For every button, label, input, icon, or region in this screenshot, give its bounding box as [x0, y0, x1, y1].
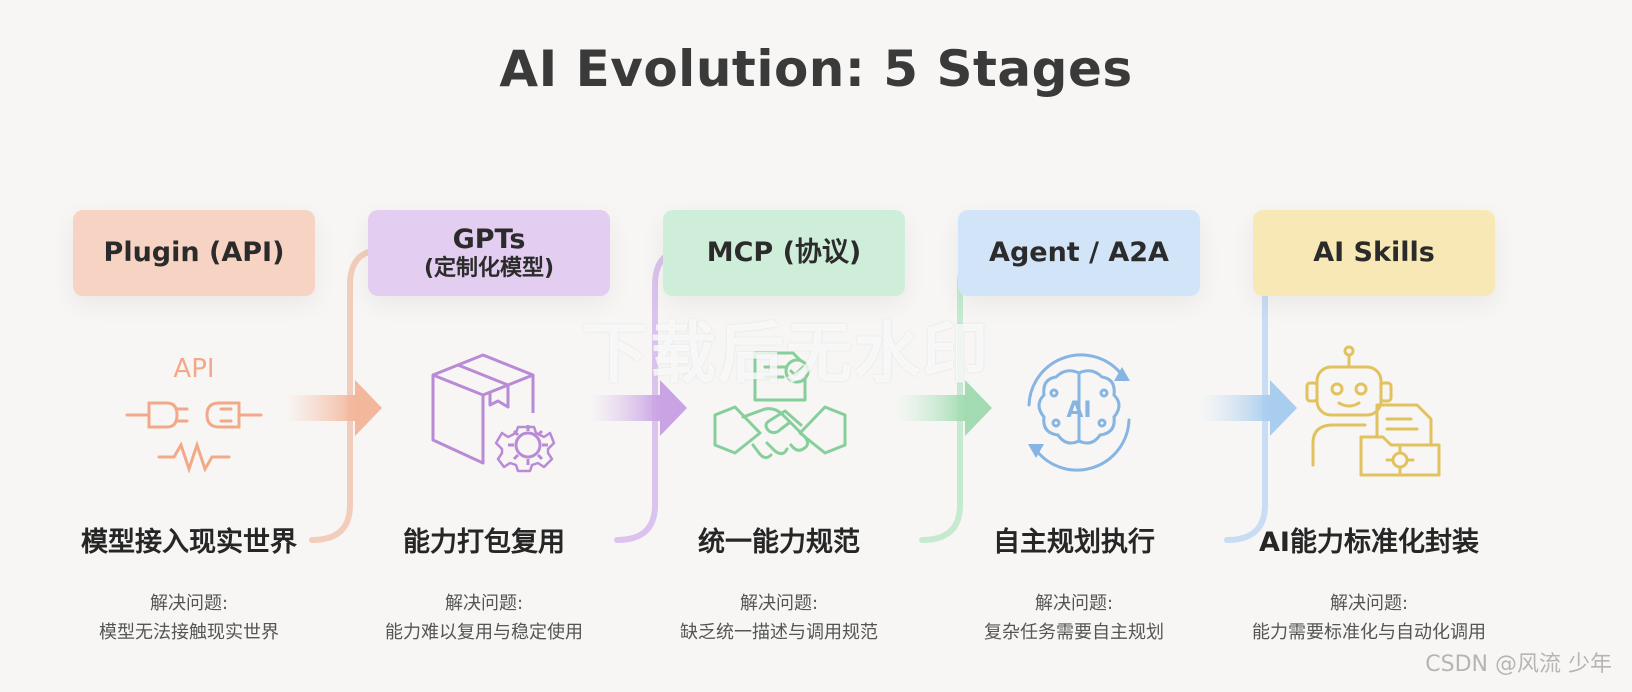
stage-1-name: Plugin (API): [103, 237, 285, 269]
stage-1-tagline: 模型接入现实世界: [81, 527, 297, 558]
stage-5-problem: 解决问题: 能力需要标准化与自动化调用: [1219, 590, 1519, 648]
robot-folder-icon: [1299, 345, 1449, 480]
stage-2-name: GPTs: [452, 224, 526, 256]
watermark: 下载后无水印: [582, 315, 990, 392]
stage-3-box: MCP (协议): [663, 210, 905, 296]
stage-1-problem-text: 模型无法接触现实世界: [99, 621, 279, 643]
ai-brain-icon-text: AI: [1066, 398, 1091, 423]
package-gear-icon: [418, 345, 568, 480]
stage-4-tagline: 自主规划执行: [993, 527, 1155, 558]
stage-4-box: Agent / A2A: [958, 210, 1200, 296]
plug-api-icon: API: [119, 345, 269, 480]
stage-5-problem-text: 能力需要标准化与自动化调用: [1252, 621, 1486, 643]
stage-5-tagline: AI能力标准化封装: [1259, 527, 1479, 558]
stage-4-problem: 解决问题: 复杂任务需要自主规划: [924, 590, 1224, 648]
stage-5-problem-label: 解决问题:: [1329, 593, 1409, 614]
stage-3-problem: 解决问题: 缺乏统一描述与调用规范: [629, 590, 929, 648]
stage-2-tagline: 能力打包复用: [403, 527, 565, 558]
diagram-title: AI Evolution: 5 Stages: [499, 40, 1133, 98]
stage-3-problem-label: 解决问题:: [739, 593, 819, 614]
stage-2-problem-label: 解决问题:: [444, 593, 524, 614]
stage-1-problem-label: 解决问题:: [149, 593, 229, 614]
stage-3-tagline: 统一能力规范: [698, 527, 860, 558]
stage-5-name: AI Skills: [1313, 237, 1435, 269]
plug-api-icon-text: API: [173, 354, 214, 384]
stage-3-problem-text: 缺乏统一描述与调用规范: [680, 621, 878, 643]
connector-1: [285, 247, 385, 543]
stage-2-problem-text: 能力难以复用与稳定使用: [385, 621, 583, 643]
stage-4-problem-text: 复杂任务需要自主规划: [984, 621, 1164, 643]
stage-5-box: AI Skills: [1253, 210, 1495, 296]
credit-text: CSDN @风流 少年: [1425, 652, 1612, 677]
handshake-document-icon: [705, 345, 855, 480]
stage-4-problem-label: 解决问题:: [1034, 593, 1114, 614]
stage-2-box: GPTs (定制化模型): [368, 210, 610, 296]
stage-1-problem: 解决问题: 模型无法接触现实世界: [39, 590, 339, 648]
stage-4-name: Agent / A2A: [989, 237, 1169, 269]
stage-1-box: Plugin (API): [73, 210, 315, 296]
ai-brain-icon: AI: [1004, 345, 1154, 480]
stage-3-name: MCP (协议): [706, 237, 862, 269]
stage-2-problem: 解决问题: 能力难以复用与稳定使用: [334, 590, 634, 648]
stage-2-subtitle: (定制化模型): [423, 255, 555, 281]
